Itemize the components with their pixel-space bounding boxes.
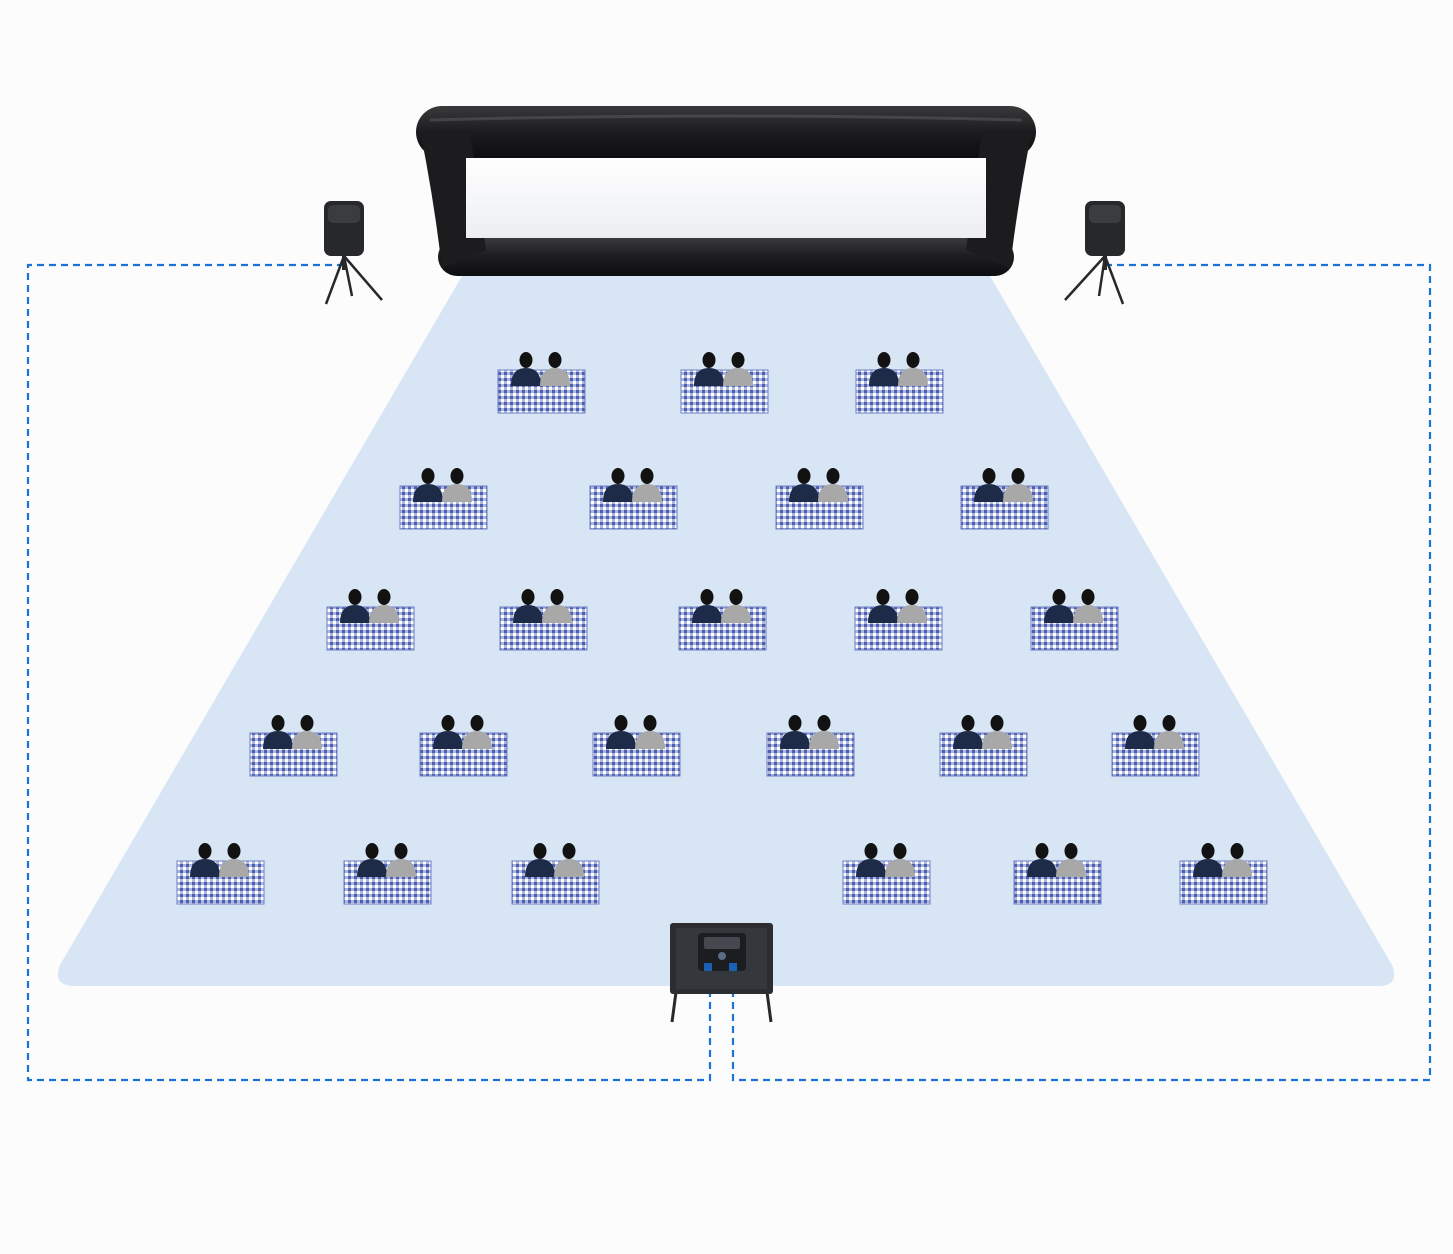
- seated-person-icon: [554, 843, 584, 877]
- inflatable-screen-icon: [416, 106, 1036, 276]
- seated-person-icon: [897, 589, 927, 623]
- picnic-blanket-icon: [1179, 843, 1268, 905]
- seated-person-icon: [369, 589, 399, 623]
- left-speaker-icon: [324, 201, 383, 305]
- picnic-blanket-icon: [855, 352, 944, 414]
- picnic-blanket-icon: [249, 715, 338, 777]
- seated-person-icon: [1056, 843, 1086, 877]
- seated-person-icon: [340, 589, 370, 623]
- picnic-blanket-icon: [766, 715, 855, 777]
- seated-person-icon: [982, 715, 1012, 749]
- seated-person-icon: [789, 468, 819, 502]
- picnic-blanket-icon: [960, 468, 1049, 530]
- seated-person-icon: [692, 589, 722, 623]
- seated-person-icon: [632, 468, 662, 502]
- picnic-blanket-icon: [680, 352, 769, 414]
- seated-person-icon: [1154, 715, 1184, 749]
- picnic-blanket-icon: [775, 468, 864, 530]
- seated-person-icon: [723, 352, 753, 386]
- seated-person-icon: [542, 589, 572, 623]
- seated-person-icon: [780, 715, 810, 749]
- picnic-blanket-icon: [589, 468, 678, 530]
- seated-person-icon: [462, 715, 492, 749]
- right-speaker-cable: [731, 263, 1432, 1082]
- seated-person-icon: [869, 352, 899, 386]
- left-speaker-cable: [26, 263, 712, 1082]
- seated-person-icon: [856, 843, 886, 877]
- seated-person-icon: [513, 589, 543, 623]
- seated-person-icon: [263, 715, 293, 749]
- picnic-blanket-icon: [842, 843, 931, 905]
- seated-person-icon: [386, 843, 416, 877]
- picnic-blanket-icon: [854, 589, 943, 651]
- seated-person-icon: [540, 352, 570, 386]
- seated-person-icon: [635, 715, 665, 749]
- picnic-blanket-icon: [343, 843, 432, 905]
- seated-person-icon: [525, 843, 555, 877]
- picnic-blanket-icon: [939, 715, 1028, 777]
- seated-person-icon: [190, 843, 220, 877]
- seated-person-icon: [1044, 589, 1074, 623]
- seated-person-icon: [818, 468, 848, 502]
- picnic-blanket-icon: [511, 843, 600, 905]
- speaker-cables: [26, 263, 1432, 1082]
- seated-person-icon: [606, 715, 636, 749]
- picnic-blanket-icon: [176, 843, 265, 905]
- seated-person-icon: [603, 468, 633, 502]
- seated-person-icon: [1193, 843, 1223, 877]
- picnic-blanket-icon: [419, 715, 508, 777]
- picnic-blanket-icon: [1030, 589, 1119, 651]
- picnic-blanket-icon: [497, 352, 586, 414]
- seated-person-icon: [885, 843, 915, 877]
- picnic-blanket-icon: [399, 468, 488, 530]
- seated-person-icon: [357, 843, 387, 877]
- projector-icon: [670, 923, 773, 1023]
- seated-person-icon: [1003, 468, 1033, 502]
- picnic-blanket-icon: [1013, 843, 1102, 905]
- audience: [176, 352, 1268, 905]
- picnic-blanket-icon: [678, 589, 767, 651]
- right-speaker-icon: [1064, 201, 1125, 305]
- seated-person-icon: [974, 468, 1004, 502]
- seated-person-icon: [1222, 843, 1252, 877]
- picnic-blanket-icon: [592, 715, 681, 777]
- picnic-blanket-icon: [326, 589, 415, 651]
- seated-person-icon: [292, 715, 322, 749]
- seated-person-icon: [219, 843, 249, 877]
- seated-person-icon: [1125, 715, 1155, 749]
- seated-person-icon: [413, 468, 443, 502]
- seated-person-icon: [809, 715, 839, 749]
- seated-person-icon: [1073, 589, 1103, 623]
- seated-person-icon: [898, 352, 928, 386]
- seated-person-icon: [694, 352, 724, 386]
- seated-person-icon: [868, 589, 898, 623]
- picnic-blanket-icon: [499, 589, 588, 651]
- seated-person-icon: [511, 352, 541, 386]
- seated-person-icon: [442, 468, 472, 502]
- seated-person-icon: [1027, 843, 1057, 877]
- seated-person-icon: [433, 715, 463, 749]
- seated-person-icon: [721, 589, 751, 623]
- picnic-blanket-icon: [1111, 715, 1200, 777]
- screen-surface: [466, 158, 986, 238]
- seated-person-icon: [953, 715, 983, 749]
